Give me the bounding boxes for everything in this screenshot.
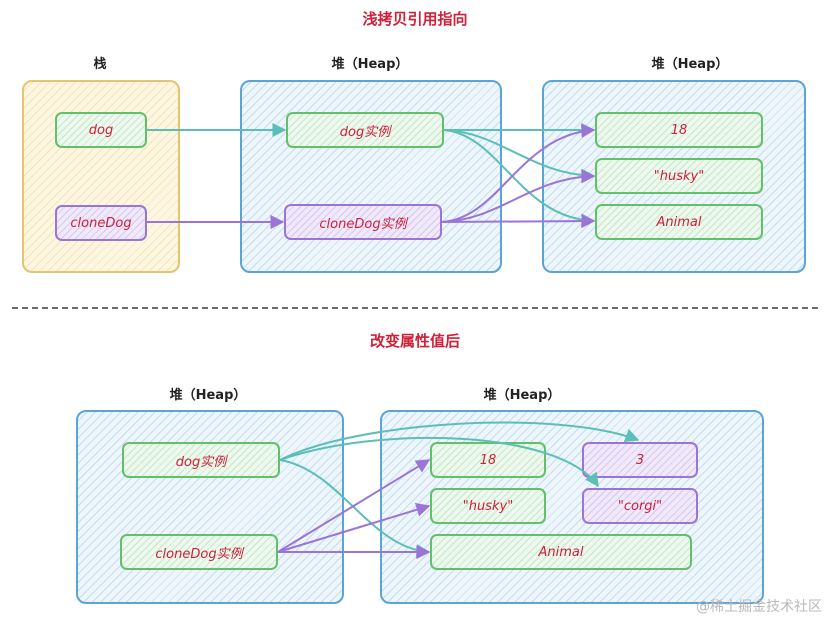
arrow-clone-instance-to-age-top — [441, 123, 596, 223]
heap-heading-top-2: 堆（Heap） — [651, 57, 729, 72]
value-name-bottom-label: "husky" — [462, 498, 514, 514]
arrow-dog-instance-to-new-name — [279, 436, 599, 488]
arrow-clone-instance-to-age-bottom — [277, 459, 431, 553]
value-type-bottom: Animal — [430, 534, 692, 570]
stack-var-dog-label: dog — [88, 122, 114, 138]
dog-instance-bottom: dog实例 — [122, 442, 280, 478]
clonedog-instance-bottom-label: cloneDog实例 — [155, 546, 243, 562]
stack-var-clonedog: cloneDog — [55, 205, 147, 241]
value-type-top: Animal — [595, 204, 763, 240]
value-name-bottom: "husky" — [430, 488, 546, 524]
value-age-top-label: 18 — [670, 122, 688, 138]
value-type-bottom-label: Animal — [538, 544, 584, 560]
clonedog-instance-top-label: cloneDog实例 — [319, 216, 407, 232]
value-new-age-bottom: 3 — [582, 442, 698, 478]
stack-heading: 栈 — [93, 57, 107, 72]
watermark: @稀土掘金技术社区 — [696, 599, 822, 615]
value-age-bottom-label: 18 — [479, 452, 497, 468]
stack-var-clonedog-label: cloneDog — [70, 215, 132, 231]
value-name-top-label: "husky" — [653, 168, 705, 184]
clonedog-instance-top: cloneDog实例 — [284, 204, 442, 240]
heap-heading-top-1: 堆（Heap） — [331, 57, 409, 72]
value-new-name-bottom-label: "corgi" — [617, 498, 663, 514]
arrow-clone-instance-to-name-top — [441, 169, 596, 223]
arrow-clone-instance-to-name-bottom — [277, 502, 431, 553]
heap-heading-bottom-1: 堆（Heap） — [169, 388, 247, 403]
arrow-clone-instance-to-type-top — [441, 214, 596, 229]
value-new-name-bottom: "corgi" — [582, 488, 698, 524]
arrow-dog-instance-to-new-age — [279, 421, 640, 461]
value-new-age-bottom-label: 3 — [635, 452, 645, 468]
section-divider — [12, 307, 818, 309]
diagram-title-top: 浅拷贝引用指向 — [362, 10, 468, 28]
value-type-top-label: Animal — [656, 214, 702, 230]
value-name-top: "husky" — [595, 158, 763, 194]
arrow-dog-instance-to-type-bottom — [279, 459, 431, 559]
dog-instance-top: dog实例 — [286, 112, 444, 148]
heap-heading-bottom-2: 堆（Heap） — [483, 388, 561, 403]
dog-instance-bottom-label: dog实例 — [175, 454, 227, 470]
clonedog-instance-bottom: cloneDog实例 — [120, 534, 278, 570]
arrow-dog-instance-to-name-top — [443, 129, 596, 183]
heap-container-top-1 — [240, 80, 502, 273]
diagram-title-bottom: 改变属性值后 — [369, 332, 460, 350]
dog-instance-top-label: dog实例 — [339, 124, 391, 140]
stack-var-dog: dog — [55, 112, 147, 148]
value-age-top: 18 — [595, 112, 763, 148]
arrow-dog-instance-to-type-top — [443, 129, 596, 228]
